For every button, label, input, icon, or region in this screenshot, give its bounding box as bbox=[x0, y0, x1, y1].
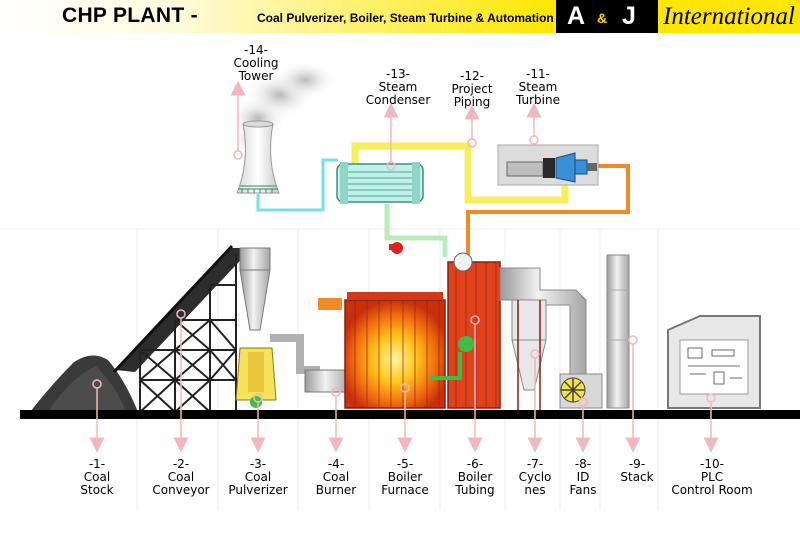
stack bbox=[606, 254, 630, 409]
brand-international: International bbox=[663, 3, 795, 30]
label-steam-turbine: -11- Steam Turbine bbox=[516, 68, 560, 107]
brand-ampersand: & bbox=[597, 10, 608, 26]
label-line-1: Stack bbox=[620, 470, 654, 484]
label-number: -4- bbox=[327, 457, 345, 471]
label-line-2: Tower bbox=[238, 69, 274, 83]
brand-letter-a: A bbox=[567, 2, 586, 30]
label-line-2: Fans bbox=[569, 483, 597, 497]
label-steam-condenser: -13- Steam Condenser bbox=[366, 68, 431, 107]
cold-water-pipe bbox=[256, 158, 338, 212]
label-line-2: Stock bbox=[80, 483, 114, 497]
plc-control-room bbox=[667, 315, 761, 409]
label-line-2: Turbine bbox=[516, 93, 560, 107]
hot-steam-pipe bbox=[466, 164, 630, 255]
coal-stock-pile bbox=[30, 355, 138, 412]
coal-burner bbox=[304, 298, 351, 393]
label-line-1: PLC bbox=[700, 470, 724, 484]
label-line-2: Furnace bbox=[381, 483, 429, 497]
label-number: -13- bbox=[386, 67, 410, 81]
label-line-2: Conveyor bbox=[152, 483, 210, 497]
label-plc-control-room: -10- PLC Control Room bbox=[671, 458, 752, 497]
label-line-1: Cyclo bbox=[518, 470, 552, 484]
page-subtitle: Coal Pulverizer, Boiler, Steam Turbine &… bbox=[257, 11, 554, 25]
label-line-1: Coal bbox=[83, 470, 111, 484]
cooling-tower bbox=[236, 120, 280, 194]
label-line-1: Project bbox=[451, 82, 493, 96]
title-bar bbox=[0, 0, 556, 33]
brand-logo-box bbox=[556, 0, 658, 33]
label-coal-stock: -1- Coal Stock bbox=[80, 458, 113, 497]
coal-conveyor bbox=[112, 244, 252, 413]
label-line-1: Cooling bbox=[233, 56, 279, 70]
label-number: -6- bbox=[466, 457, 484, 471]
label-number: -8- bbox=[574, 457, 592, 471]
label-number: -14- bbox=[244, 43, 268, 57]
boiler-furnace bbox=[344, 292, 446, 409]
label-line-2: Condenser bbox=[365, 93, 431, 107]
label-number: -1- bbox=[88, 457, 106, 471]
label-coal-burner: -4- Coal Burner bbox=[316, 458, 356, 497]
label-line-1: Boiler bbox=[457, 470, 493, 484]
label-number: -7- bbox=[526, 457, 544, 471]
label-line-2: Tubing bbox=[455, 483, 495, 497]
id-fan bbox=[559, 373, 603, 409]
label-cyclones: -7- Cyclo nes bbox=[519, 458, 552, 497]
label-number: -10- bbox=[700, 457, 724, 471]
label-line-2: Pulverizer bbox=[228, 483, 288, 497]
brand-letter-j: J bbox=[622, 2, 636, 30]
page-title: CHP PLANT - bbox=[62, 4, 198, 27]
condensate-pump bbox=[389, 242, 403, 254]
label-number: -5- bbox=[396, 457, 414, 471]
label-id-fans: -8- ID Fans bbox=[569, 458, 596, 497]
label-coal-pulverizer: -3- Coal Pulverizer bbox=[228, 458, 287, 497]
label-project-piping: -12- Project Piping bbox=[451, 70, 492, 109]
coal-pulverizer bbox=[235, 247, 320, 408]
condensate-pipe bbox=[384, 204, 448, 257]
label-cooling-tower: -14- Cooling Tower bbox=[234, 44, 279, 83]
boiler-tubing bbox=[430, 252, 501, 409]
label-number: -12- bbox=[460, 69, 484, 83]
label-number: -9- bbox=[628, 457, 646, 471]
steam-turbine bbox=[497, 144, 599, 186]
ground-line bbox=[20, 410, 800, 419]
steam-pipe bbox=[351, 142, 569, 204]
label-line-1: Steam bbox=[378, 80, 418, 94]
label-line-1: Coal bbox=[244, 470, 272, 484]
label-line-1: Steam bbox=[518, 80, 558, 94]
label-coal-conveyor: -2- Coal Conveyor bbox=[152, 458, 209, 497]
label-number: -11- bbox=[526, 67, 550, 81]
label-line-1: Coal bbox=[167, 470, 195, 484]
leader-arrows bbox=[89, 80, 719, 453]
label-boiler-tubing: -6- Boiler Tubing bbox=[455, 458, 494, 497]
label-stack: -9- Stack bbox=[620, 458, 653, 484]
label-line-1: Coal bbox=[322, 470, 350, 484]
label-line-2: Piping bbox=[453, 95, 491, 109]
label-line-1: ID bbox=[576, 470, 590, 484]
label-line-2: Burner bbox=[315, 483, 357, 497]
label-line-1: Boiler bbox=[387, 470, 423, 484]
label-boiler-furnace: -5- Boiler Furnace bbox=[381, 458, 429, 497]
cyclones bbox=[511, 299, 547, 410]
label-number: -2- bbox=[172, 457, 190, 471]
steam-condenser bbox=[336, 162, 424, 204]
label-line-2: nes bbox=[524, 483, 546, 497]
label-number: -3- bbox=[249, 457, 267, 471]
label-line-2: Control Room bbox=[671, 483, 753, 497]
brand-international-box bbox=[658, 0, 800, 33]
